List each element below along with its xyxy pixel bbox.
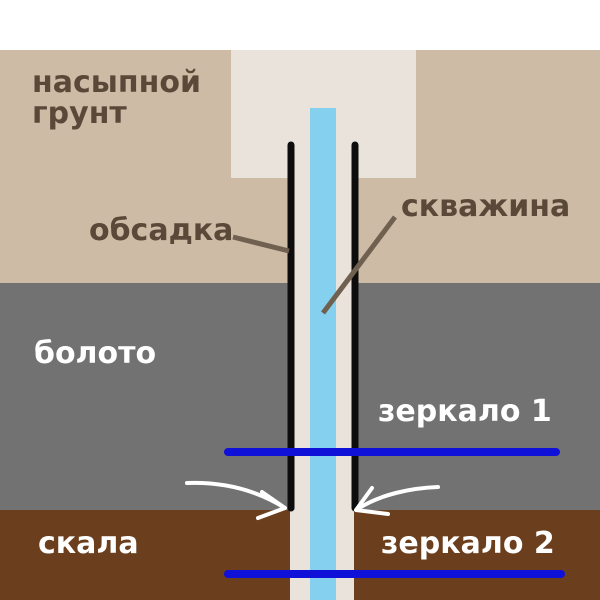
swamp-label: болото — [34, 336, 156, 371]
flow-arrow-left — [185, 480, 287, 520]
borehole — [310, 108, 336, 600]
borehole-pointer — [321, 215, 397, 315]
fill-soil-label: насыпной — [32, 65, 201, 100]
casing-pointer — [232, 234, 290, 254]
mirror-1-label: зеркало 1 — [378, 394, 552, 429]
mirror-2-label: зеркало 2 — [381, 526, 555, 561]
rock-label: скала — [38, 526, 139, 561]
casing-label: обсадка — [89, 213, 233, 248]
borehole-label: скважина — [401, 189, 570, 224]
flow-arrow-right — [354, 485, 440, 516]
fill-soil-label-2: грунт — [32, 96, 127, 131]
